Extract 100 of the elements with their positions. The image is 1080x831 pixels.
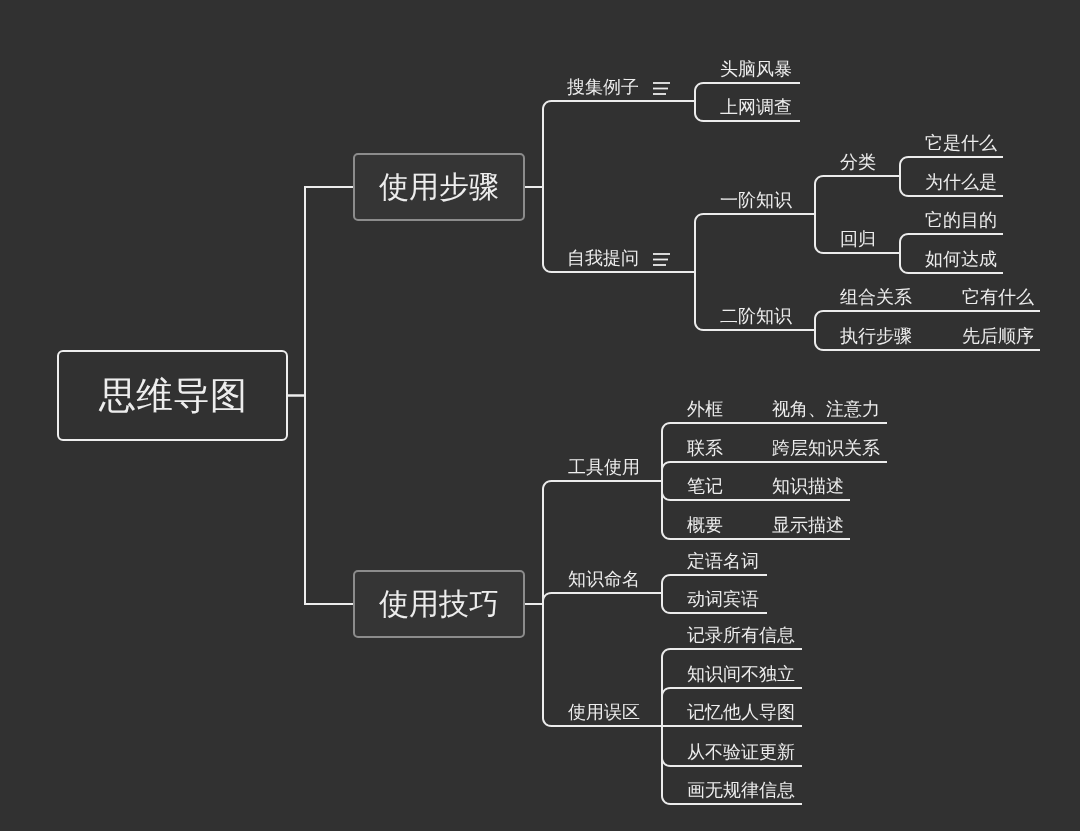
branch-topic — [758, 475, 850, 501]
topic-text: 上网调查 — [720, 96, 792, 118]
branch-topic — [670, 588, 767, 614]
topic-text: 外框 — [687, 398, 723, 420]
branch-connector — [744, 461, 759, 463]
branch-topic — [551, 568, 662, 594]
branch-topic — [823, 228, 900, 254]
branch-topic — [703, 58, 800, 84]
topic-text: 知识描述 — [772, 475, 844, 497]
branch-connector — [924, 310, 941, 312]
branch-connector — [661, 592, 671, 614]
branch-connector — [814, 310, 824, 331]
topic-text: 跨层知识关系 — [772, 437, 880, 459]
branch-connector — [814, 175, 824, 215]
branch-connector — [661, 725, 671, 727]
topic-text: 显示描述 — [772, 514, 844, 536]
topic-text: 头脑风暴 — [720, 58, 792, 80]
branch-connector — [924, 349, 941, 351]
branch-topic — [670, 437, 745, 463]
topic-text: 它的目的 — [925, 209, 997, 231]
topic-text: 搜集例子 — [567, 76, 639, 98]
branch-topic — [551, 76, 695, 102]
topic-text: 使用误区 — [568, 701, 640, 723]
topic-text: 组合关系 — [840, 286, 912, 308]
main-topic-box — [353, 153, 525, 221]
main-topic-box — [353, 570, 525, 638]
branch-topic — [703, 189, 815, 215]
branch-connector — [287, 394, 354, 605]
branch-topic — [823, 286, 925, 312]
branch-connector — [899, 233, 909, 254]
branch-topic — [670, 475, 745, 501]
branch-connector — [694, 82, 704, 102]
topic-text: 视角、注意力 — [772, 398, 880, 420]
topic-text: 知识命名 — [568, 568, 640, 590]
topic-text: 使用技巧 — [379, 586, 499, 622]
branch-topic — [703, 96, 800, 122]
branch-topic — [908, 171, 1003, 197]
branch-connector — [661, 687, 671, 727]
branch-topic — [908, 209, 1003, 235]
topic-text: 画无规律信息 — [687, 779, 795, 801]
topic-text: 如何达成 — [925, 248, 997, 270]
branch-topic — [670, 398, 745, 424]
topic-text: 概要 — [687, 514, 723, 536]
branch-connector — [694, 100, 704, 122]
branch-topic — [670, 624, 802, 650]
topic-text: 知识间不独立 — [687, 663, 795, 685]
branch-topic — [908, 132, 1003, 158]
branch-topic — [670, 663, 802, 689]
branch-connector — [744, 422, 759, 424]
topic-text: 为什么是 — [925, 171, 997, 193]
branch-topic — [670, 550, 767, 576]
topic-text: 先后顺序 — [962, 325, 1034, 347]
branch-connector — [814, 213, 824, 254]
branch-topic — [670, 779, 802, 805]
branch-topic — [670, 701, 802, 727]
branch-topic — [758, 437, 887, 463]
branch-connector — [524, 603, 552, 727]
branch-topic — [823, 151, 900, 177]
topic-text: 记录所有信息 — [687, 624, 795, 646]
branch-topic — [670, 514, 745, 540]
branch-topic — [908, 248, 1003, 274]
branch-connector — [661, 725, 671, 805]
branch-topic — [670, 741, 802, 767]
branch-topic — [551, 701, 662, 727]
branch-connector — [694, 213, 704, 273]
branch-connector — [694, 271, 704, 331]
branch-connector — [814, 329, 824, 351]
branch-topic — [758, 398, 887, 424]
topic-text: 回归 — [840, 228, 876, 250]
branch-connector — [899, 156, 909, 177]
branch-topic — [551, 247, 695, 273]
topic-text: 它有什么 — [962, 286, 1034, 308]
branch-connector — [661, 574, 671, 594]
topic-text: 工具使用 — [568, 456, 640, 478]
topic-text: 使用步骤 — [379, 169, 499, 205]
topic-text: 记忆他人导图 — [687, 701, 795, 723]
branch-topic — [758, 514, 850, 540]
branch-connector — [899, 175, 909, 197]
branch-connector — [661, 461, 671, 482]
branch-topic — [703, 305, 815, 331]
topic-text: 从不验证更新 — [687, 741, 795, 763]
branch-connector — [899, 252, 909, 274]
topic-text: 一阶知识 — [720, 189, 792, 211]
topic-text: 联系 — [687, 437, 723, 459]
topic-text: 二阶知识 — [720, 305, 792, 327]
branch-connector — [524, 186, 552, 273]
branch-topic — [940, 325, 1040, 351]
branch-connector — [744, 499, 759, 501]
topic-text: 定语名词 — [687, 550, 759, 572]
topic-text: 执行步骤 — [840, 325, 912, 347]
branch-topic — [551, 456, 662, 482]
topic-text: 分类 — [840, 151, 876, 173]
topic-text: 自我提问 — [567, 247, 639, 269]
topic-text: 思维导图 — [98, 374, 247, 417]
topic-text: 它是什么 — [925, 132, 997, 154]
branch-topic — [940, 286, 1040, 312]
topic-text: 动词宾语 — [687, 588, 759, 610]
central-topic-box — [57, 350, 288, 441]
topic-text: 笔记 — [687, 475, 723, 497]
branch-connector — [661, 480, 671, 540]
